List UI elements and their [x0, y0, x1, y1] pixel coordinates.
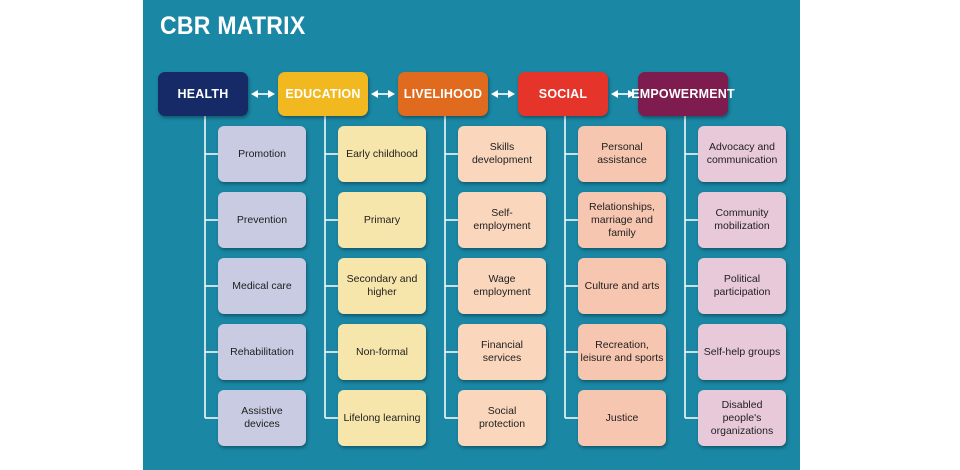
component-prevention: Prevention: [218, 192, 306, 248]
component-assistive-devices: Assistive devices: [218, 390, 306, 446]
component-personal-assistance: Personal assistance: [578, 126, 666, 182]
component-community-mobilization: Community mobilization: [698, 192, 786, 248]
component-non-formal: Non-formal: [338, 324, 426, 380]
diagram-title: CBR MATRIX: [160, 12, 306, 40]
component-lifelong-learning: Lifelong learning: [338, 390, 426, 446]
pillar-health: HEALTH: [158, 72, 248, 116]
component-advocacy-and-communication: Advocacy and communication: [698, 126, 786, 182]
component-political-participation: Political participation: [698, 258, 786, 314]
component-skills-development: Skills development: [458, 126, 546, 182]
component-disabled-people-s-organizations: Disabled people's organizations: [698, 390, 786, 446]
pillar-livelihood: LIVELIHOOD: [398, 72, 488, 116]
component-culture-and-arts: Culture and arts: [578, 258, 666, 314]
component-promotion: Promotion: [218, 126, 306, 182]
pillar-education: EDUCATION: [278, 72, 368, 116]
double-arrow-icon: [611, 90, 635, 98]
component-early-childhood: Early childhood: [338, 126, 426, 182]
component-financial-services: Financial services: [458, 324, 546, 380]
component-social-protection: Social protection: [458, 390, 546, 446]
component-recreation-leisure-and-sports: Recreation, leisure and sports: [578, 324, 666, 380]
component-relationships-marriage-and-family: Relationships, marriage and family: [578, 192, 666, 248]
component-justice: Justice: [578, 390, 666, 446]
double-arrow-icon: [251, 90, 275, 98]
pillar-social: SOCIAL: [518, 72, 608, 116]
component-primary: Primary: [338, 192, 426, 248]
double-arrow-icon: [491, 90, 515, 98]
double-arrow-icon: [371, 90, 395, 98]
component-medical-care: Medical care: [218, 258, 306, 314]
component-secondary-and-higher: Secondary and higher: [338, 258, 426, 314]
component-self-help-groups: Self-help groups: [698, 324, 786, 380]
component-wage-employment: Wage employment: [458, 258, 546, 314]
component-self-employment: Self- employment: [458, 192, 546, 248]
pillar-empowerment: EMPOWERMENT: [631, 72, 735, 116]
component-rehabilitation: Rehabilitation: [218, 324, 306, 380]
